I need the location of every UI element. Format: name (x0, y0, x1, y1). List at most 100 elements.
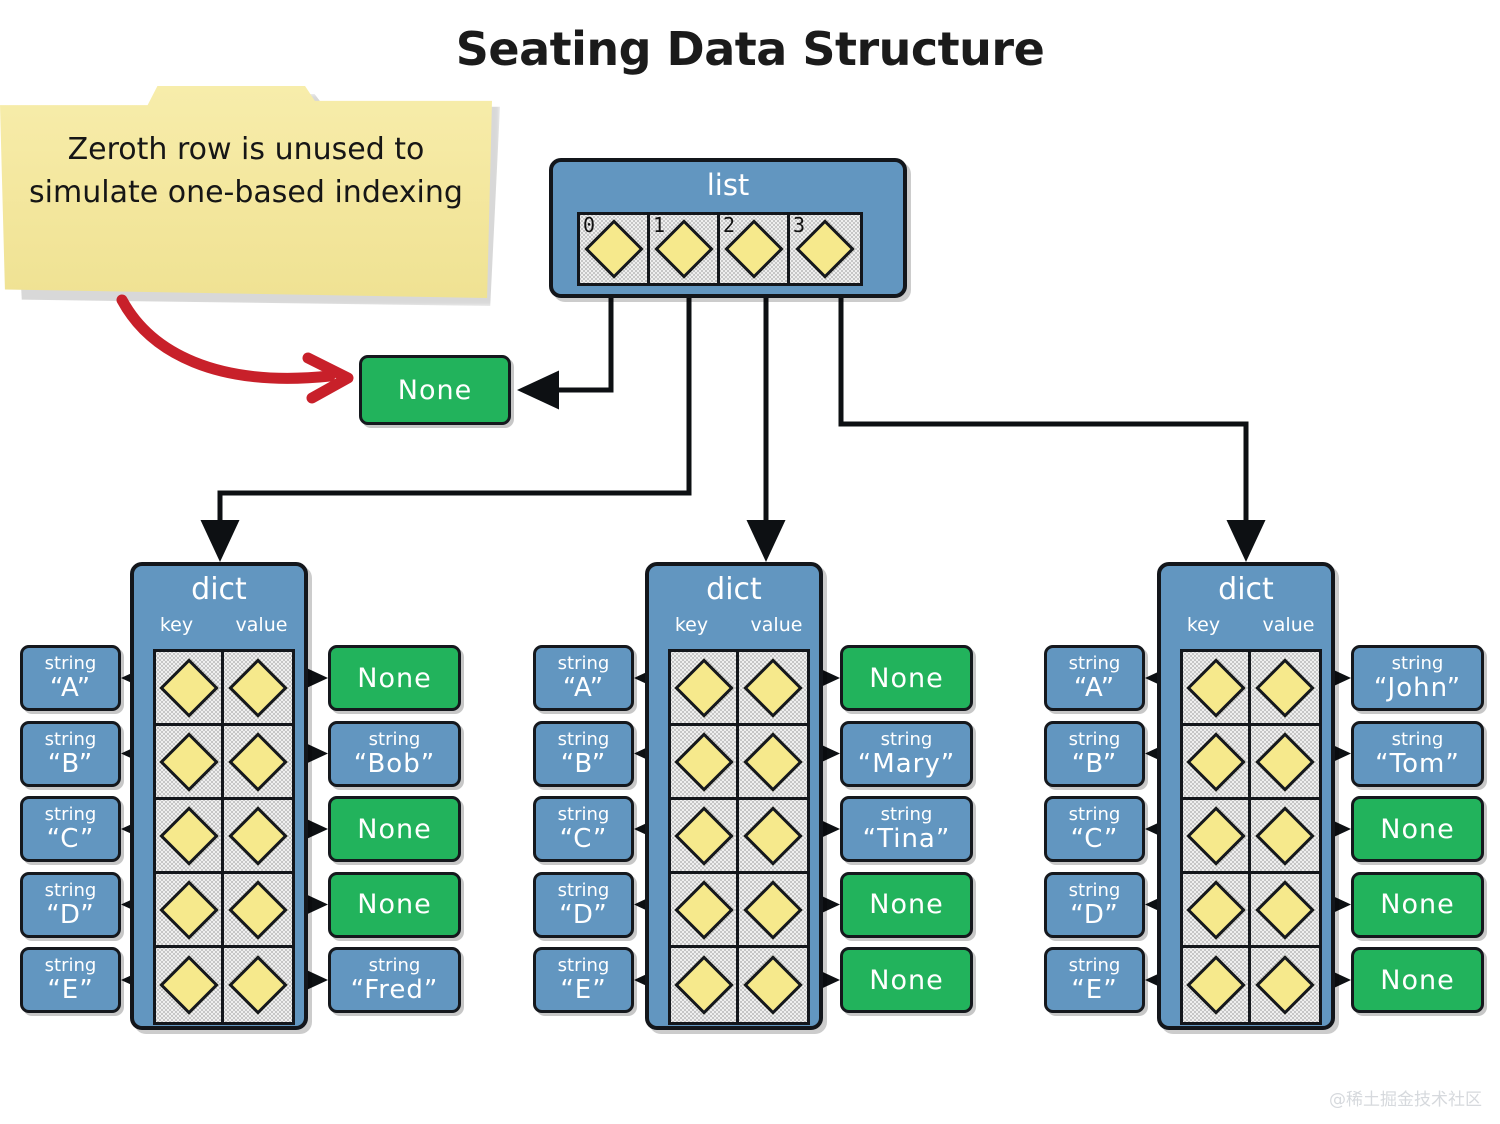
dict-entry-row[interactable] (156, 800, 292, 874)
value-none-box[interactable]: None (1351, 796, 1484, 862)
dict-key-slot[interactable] (156, 800, 224, 871)
dict-value-slot[interactable] (739, 874, 807, 945)
dict-key-slot[interactable] (156, 948, 224, 1022)
pointer-diamond-icon (158, 955, 219, 1015)
dict-entry-row[interactable] (671, 726, 807, 800)
key-string-box[interactable]: string“C” (1044, 796, 1145, 862)
dict-entry-row[interactable] (671, 874, 807, 948)
dict-value-slot[interactable] (224, 874, 292, 945)
dict-key-slot[interactable] (156, 874, 224, 945)
dict-entry-row[interactable] (1183, 652, 1319, 726)
dict-key-slot[interactable] (1183, 652, 1251, 723)
dict-key-slot[interactable] (1183, 800, 1251, 871)
dict-key-slot[interactable] (1183, 874, 1251, 945)
key-string-box[interactable]: string“B” (20, 720, 121, 787)
dict-entry-table (668, 649, 810, 1025)
dict-value-slot[interactable] (224, 726, 292, 797)
value-string-box[interactable]: string“Bob” (328, 720, 461, 787)
dict-key-slot[interactable] (671, 800, 739, 871)
value-type-label: string (880, 804, 933, 825)
dict-value-slot[interactable] (739, 726, 807, 797)
key-string-box[interactable]: string“D” (1044, 871, 1145, 938)
value-string-box[interactable]: string“John” (1351, 645, 1484, 711)
value-string-box[interactable]: string“Tom” (1351, 720, 1484, 787)
key-string-box[interactable]: string“C” (20, 796, 121, 862)
key-string-box[interactable]: string“A” (1044, 645, 1145, 711)
dict-entry-row[interactable] (671, 948, 807, 1022)
dict-value-slot[interactable] (224, 948, 292, 1022)
dict-key-slot[interactable] (671, 874, 739, 945)
value-none-box[interactable]: None (328, 871, 461, 938)
value-none-box[interactable]: None (1351, 871, 1484, 938)
pointer-diamond-icon (228, 657, 288, 718)
value-none-box[interactable]: None (840, 645, 973, 711)
value-none-box[interactable]: None (840, 871, 973, 938)
root-none-box[interactable]: None (359, 355, 511, 425)
pointer-diamond-icon (1255, 955, 1315, 1015)
list-cell-2[interactable]: 2 (720, 213, 790, 283)
value-string-box[interactable]: string“Tina” (840, 796, 973, 862)
dict-key-slot[interactable] (1183, 726, 1251, 797)
dict-entry-row[interactable] (1183, 874, 1319, 948)
dict-entry-row[interactable] (156, 948, 292, 1022)
key-string-box[interactable]: string“B” (533, 720, 634, 787)
key-string-box[interactable]: string“C” (533, 796, 634, 862)
key-value-label: “B” (560, 748, 607, 779)
key-value-label: “C” (559, 824, 608, 854)
dict-value-slot[interactable] (1251, 948, 1319, 1022)
dict-value-slot[interactable] (1251, 652, 1319, 723)
value-none-box[interactable]: None (328, 645, 461, 711)
dict-entry-row[interactable] (156, 726, 292, 800)
dict-value-slot[interactable] (1251, 800, 1319, 871)
key-string-box[interactable]: string“A” (20, 645, 121, 711)
key-string-box[interactable]: string“E” (20, 947, 121, 1013)
pointer-diamond-icon (228, 955, 288, 1015)
dict-key-slot[interactable] (1183, 948, 1251, 1022)
value-none-box[interactable]: None (840, 947, 973, 1013)
key-string-box[interactable]: string“D” (533, 871, 634, 938)
key-string-box[interactable]: string“A” (533, 645, 634, 711)
key-string-box[interactable]: string“D” (20, 871, 121, 938)
dict-key-slot[interactable] (671, 726, 739, 797)
dict-value-slot[interactable] (1251, 874, 1319, 945)
key-string-box[interactable]: string“B” (1044, 720, 1145, 787)
key-type-label: string (44, 804, 97, 825)
key-value-label: “E” (47, 975, 94, 1005)
dict-value-slot[interactable] (224, 652, 292, 723)
dict-key-slot[interactable] (671, 948, 739, 1022)
pointer-diamond-icon (1185, 731, 1246, 792)
list-cell-1[interactable]: 1 (650, 213, 720, 283)
dict-key-slot[interactable] (671, 652, 739, 723)
list-cell-3[interactable]: 3 (790, 213, 860, 283)
dict-value-slot[interactable] (739, 800, 807, 871)
dict-entry-row[interactable] (671, 652, 807, 726)
page-title: Seating Data Structure (455, 22, 1045, 76)
dict-key-slot[interactable] (156, 652, 224, 723)
value-string-box[interactable]: string“Fred” (328, 947, 461, 1013)
value-none-box[interactable]: None (328, 796, 461, 862)
dict-key-slot[interactable] (156, 726, 224, 797)
key-string-box[interactable]: string“E” (1044, 947, 1145, 1013)
dict-entry-row[interactable] (1183, 948, 1319, 1022)
dict-value-slot[interactable] (739, 948, 807, 1022)
dict-entry-row[interactable] (1183, 726, 1319, 800)
dict-entry-row[interactable] (156, 874, 292, 948)
dict-value-slot[interactable] (224, 800, 292, 871)
key-string-box[interactable]: string“E” (533, 947, 634, 1013)
dict-entry-row[interactable] (156, 652, 292, 726)
column-header-value: value (750, 614, 803, 636)
dict-entry-row[interactable] (671, 800, 807, 874)
value-none-box[interactable]: None (1351, 947, 1484, 1013)
list-cell-0[interactable]: 0 (580, 213, 650, 283)
dict-value-slot[interactable] (1251, 726, 1319, 797)
value-string-box[interactable]: string“Mary” (840, 720, 973, 787)
pointer-diamond-icon (673, 955, 734, 1015)
pointer-diamond-icon (673, 657, 734, 718)
value-label: None (357, 889, 432, 920)
dict-value-slot[interactable] (739, 652, 807, 723)
dict-entry-row[interactable] (1183, 800, 1319, 874)
